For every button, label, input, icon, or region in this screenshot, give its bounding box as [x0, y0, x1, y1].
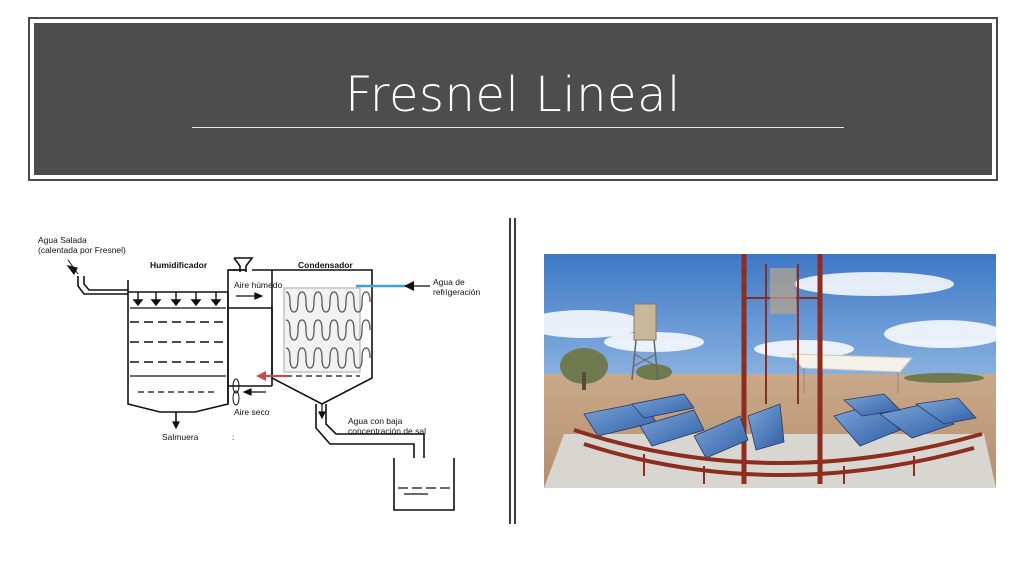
- label-salmuera: Salmuera: [162, 432, 199, 442]
- solar-panel-array: [583, 393, 977, 459]
- title-banner-fill: Fresnel Lineal: [34, 23, 992, 175]
- title-banner: Fresnel Lineal: [28, 17, 998, 181]
- label-refrigeracion: refrigeración: [433, 287, 481, 297]
- label-agua-salada: Agua Salada: [38, 235, 87, 245]
- label-agua-con-baja: Agua con baja: [348, 416, 403, 426]
- slide-title: Fresnel Lineal: [345, 67, 681, 123]
- label-aire-seco: Aire seco: [234, 407, 270, 417]
- label-concentracion-sal: concentración de sal: [348, 426, 426, 436]
- label-colon: :: [232, 432, 234, 442]
- fresnel-array-photo: [544, 254, 996, 488]
- label-aire-humedo: Aire húmedo: [234, 280, 282, 290]
- tree-icon: [560, 348, 608, 384]
- tower-icon: [631, 303, 659, 381]
- label-humidificador: Humidificador: [150, 260, 208, 270]
- desalination-diagram: Agua Salada (calentada por Fresnel) Humi…: [38, 235, 481, 511]
- label-condensador: Condensador: [298, 260, 353, 270]
- label-calentada-fresnel: (calentada por Fresnel): [38, 245, 126, 255]
- vertical-divider: [509, 218, 517, 524]
- label-agua-de: Agua de: [433, 277, 465, 287]
- title-underline: [192, 127, 844, 128]
